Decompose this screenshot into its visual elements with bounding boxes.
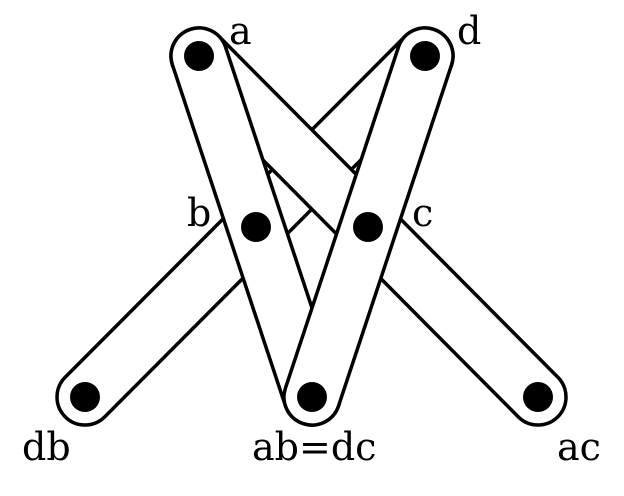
point-abdc bbox=[297, 382, 327, 412]
point-db bbox=[70, 382, 100, 412]
point-b bbox=[241, 212, 271, 242]
labels-layer: a d b c db ab=dc ac bbox=[22, 9, 601, 469]
point-d bbox=[410, 41, 440, 71]
points-layer bbox=[70, 41, 553, 412]
label-abdc: ab=dc bbox=[252, 425, 376, 469]
label-a: a bbox=[229, 9, 252, 53]
label-db: db bbox=[22, 425, 71, 469]
label-c: c bbox=[412, 191, 433, 235]
label-b: b bbox=[187, 191, 211, 235]
label-d: d bbox=[457, 9, 481, 53]
label-ac: ac bbox=[557, 425, 601, 469]
point-ac bbox=[523, 382, 553, 412]
point-c bbox=[353, 212, 383, 242]
lines-layer bbox=[55, 26, 568, 427]
point-a bbox=[184, 41, 214, 71]
